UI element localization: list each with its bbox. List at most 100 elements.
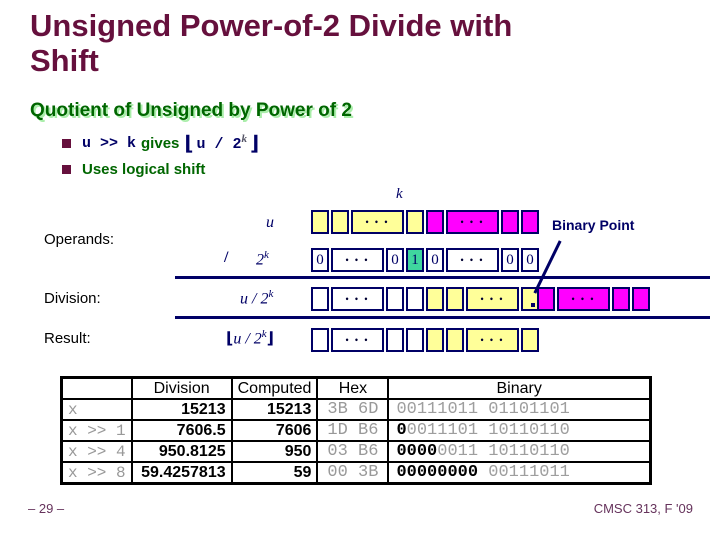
bit-cell: • • •	[351, 210, 404, 234]
binary-remainder: 00111011	[478, 463, 570, 482]
divide-sign: /	[224, 249, 229, 266]
bit-cell: 0	[311, 248, 329, 272]
row-division: 950.8125	[130, 440, 233, 463]
result-bits-row: • • •• • •	[311, 328, 539, 352]
row-computed: 7606	[230, 419, 319, 442]
bit-cell	[386, 328, 404, 352]
row-expr: x >> 8	[60, 461, 133, 485]
bullet-square-icon	[62, 165, 71, 174]
bit-cell: • • •	[331, 248, 384, 272]
result-label: Result:	[44, 330, 91, 347]
bit-cell	[311, 328, 329, 352]
base-two: 2	[256, 251, 264, 269]
bit-cell	[406, 210, 424, 234]
row-hex: 03 B6	[316, 440, 390, 463]
bullet1-expression: u / 2k	[197, 133, 248, 153]
u-label: u	[266, 214, 274, 231]
row-binary: 00111011 01101101	[387, 398, 652, 421]
exponent-k: k	[241, 133, 248, 145]
division-label: Division:	[44, 290, 101, 307]
bit-cell: 0	[386, 248, 404, 272]
bit-cell: 0	[426, 248, 444, 272]
row-binary: 00011101 10110110	[387, 419, 652, 442]
exponent-k: k	[268, 288, 274, 300]
bit-cell	[501, 210, 519, 234]
exponent-k: k	[261, 328, 267, 340]
floor-open-bracket: ⌊	[184, 131, 194, 155]
floor-u-over-2k-label: ⌊u / 2k⌋	[226, 328, 274, 348]
binary-shifted-zeros: 00000000	[396, 463, 479, 482]
floor-close-bracket: ⌋	[250, 131, 260, 155]
expression-body: u / 2	[196, 136, 242, 153]
binary-remainder: 0011101 10110110	[406, 421, 570, 440]
bit-cell: • • •	[331, 287, 384, 311]
row-hex: 3B 6D	[316, 398, 390, 421]
shift-results-table: Division Computed Hex Binary x 15213 152…	[60, 376, 652, 485]
section-heading: Quotient of Unsigned by Power of 2	[30, 100, 352, 121]
bit-cell: 1	[406, 248, 424, 272]
bit-cell: • • •	[446, 210, 499, 234]
bit-cell	[386, 287, 404, 311]
bit-cell	[426, 287, 444, 311]
bit-cell	[311, 287, 329, 311]
bit-cell: 0	[521, 248, 539, 272]
bit-cell	[406, 328, 424, 352]
row-binary: 00000000 00111011	[387, 461, 652, 485]
header-division: Division	[130, 376, 233, 400]
u-over-2k-body: u / 2	[240, 290, 269, 308]
table-header-row: Division Computed Hex Binary	[60, 376, 652, 400]
k-label: k	[396, 186, 403, 202]
bullet1-code: u >> k	[82, 134, 137, 152]
operands-label: Operands:	[44, 231, 115, 248]
two-power-k-label: 2k	[256, 249, 269, 269]
bit-cell	[612, 287, 630, 311]
fraction-bits-row: • • •	[537, 287, 650, 311]
binary-remainder: 0011 10110110	[437, 442, 570, 461]
header-blank	[60, 376, 133, 400]
row-computed: 15213	[230, 398, 319, 421]
bit-cell	[426, 210, 444, 234]
bit-cell: • • •	[466, 328, 519, 352]
bullet-square-icon	[62, 138, 71, 148]
table-row: x 15213 15213 3B 6D 00111011 01101101	[60, 398, 652, 421]
page-title-line2: Shift	[30, 43, 99, 79]
bullet-shift-gives: u >> k gives ⌊ u / 2k ⌋	[62, 133, 259, 153]
page-number: – 29 –	[28, 501, 65, 516]
divider-line	[175, 316, 710, 319]
row-computed: 950	[230, 440, 319, 463]
table-row: x >> 1 7606.5 7606 1D B6 00011101 101101…	[60, 419, 652, 442]
u-over-2k-body: u / 2	[233, 330, 262, 348]
floor-close-bracket: ⌋	[266, 328, 274, 348]
binary-point-label: Binary Point	[552, 217, 635, 233]
header-binary: Binary	[387, 376, 652, 400]
table-row: x >> 4 950.8125 950 03 B6 00000011 10110…	[60, 440, 652, 463]
binary-shifted-zeros: 0000	[396, 442, 438, 461]
binary-point-dot	[531, 303, 535, 307]
bullet1-gives: gives	[141, 134, 180, 152]
bit-cell	[521, 328, 539, 352]
bit-cell: • • •	[557, 287, 610, 311]
binary-remainder: 00111011 01101101	[396, 400, 570, 419]
bit-cell: 0	[501, 248, 519, 272]
table-row: x >> 8 59.4257813 59 00 3B 00000000 0011…	[60, 461, 652, 485]
u-bits-row: • • • • • •	[311, 210, 539, 234]
page-title-line1: Unsigned Power-of-2 Divide with	[30, 8, 513, 43]
exponent-k: k	[264, 249, 269, 261]
row-expr: x	[60, 398, 133, 421]
row-computed: 59	[230, 461, 319, 485]
row-hex: 1D B6	[316, 419, 390, 442]
quotient-bits-row: • • • • • •	[311, 287, 539, 311]
bit-cell	[311, 210, 329, 234]
row-division: 15213	[130, 398, 233, 421]
bit-cell	[632, 287, 650, 311]
row-expr: x >> 4	[60, 440, 133, 463]
bit-cell	[446, 328, 464, 352]
bit-cell: • • •	[466, 287, 519, 311]
bit-cell: • • •	[446, 248, 499, 272]
floor-open-bracket: ⌊	[226, 328, 234, 348]
page-title: Unsigned Power-of-2 Divide with Shift	[30, 8, 640, 78]
u-over-2k-label: u / 2k	[240, 288, 273, 308]
header-computed: Computed	[230, 376, 319, 400]
